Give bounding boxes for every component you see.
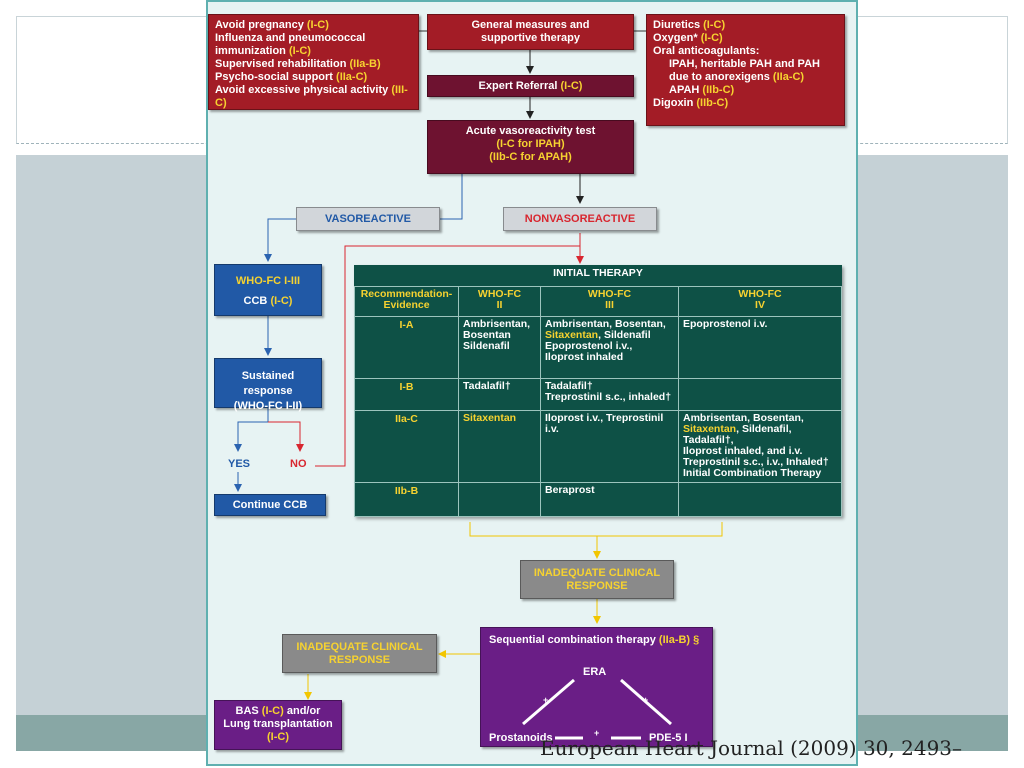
table-row: IIb-B Beraprost [354, 482, 842, 517]
nonvasoreactive-box: NONVASOREACTIVE [503, 207, 657, 231]
inadequate-response-center-box: INADEQUATE CLINICAL RESPONSE [520, 560, 674, 599]
bas-transplant-box: BAS (I-C) and/or Lung transplantation (I… [214, 700, 342, 750]
prostanoids-label: Prostanoids [489, 732, 553, 744]
column-header: Recommendation-Evidence [354, 286, 459, 317]
plus-sign: + [543, 695, 549, 705]
plus-sign: + [643, 695, 649, 705]
table-row: IIa-C Sitaxentan Iloprost i.v., Treprost… [354, 410, 842, 483]
pde5-label: PDE-5 I [649, 732, 688, 744]
supportive-therapy-list-box: Diuretics (I-C) Oxygen* (I-C) Oral antic… [646, 14, 845, 126]
initial-therapy-table: INITIAL THERAPY Recommendation-Evidence … [354, 265, 842, 517]
general-measures-box: General measures and supportive therapy [427, 14, 634, 50]
general-measures-list-box: Avoid pregnancy (I-C) Influenza and pneu… [208, 14, 419, 110]
who-fc-ccb-box: WHO-FC I-III CCB (I-C) [214, 264, 322, 316]
era-label: ERA [583, 666, 607, 678]
continue-ccb-box: Continue CCB [214, 494, 326, 516]
vasoreactive-box: VASOREACTIVE [296, 207, 440, 231]
vasoreactivity-test-box: Acute vasoreactivity test (I-C for IPAH)… [427, 120, 634, 174]
sequential-title: Sequential combination therapy (IIa-B) § [489, 634, 700, 646]
table-row: I-B Tadalafil† Tadalafil†Treprostinil s.… [354, 378, 842, 411]
sustained-response-box: Sustained response (WHO-FC I-II) [214, 358, 322, 412]
table-title: INITIAL THERAPY [354, 265, 842, 287]
plus-sign: + [594, 728, 600, 738]
combination-triangle [522, 678, 672, 740]
no-label: NO [290, 458, 307, 470]
citation-text: European Heart Journal (2009) 30, 2493– [540, 736, 963, 760]
sequential-combination-box: Sequential combination therapy (IIa-B) §… [480, 627, 713, 747]
expert-referral-box: Expert Referral (I-C) [427, 75, 634, 97]
inadequate-response-left-box: INADEQUATE CLINICAL RESPONSE [282, 634, 437, 673]
yes-label: YES [228, 458, 251, 470]
